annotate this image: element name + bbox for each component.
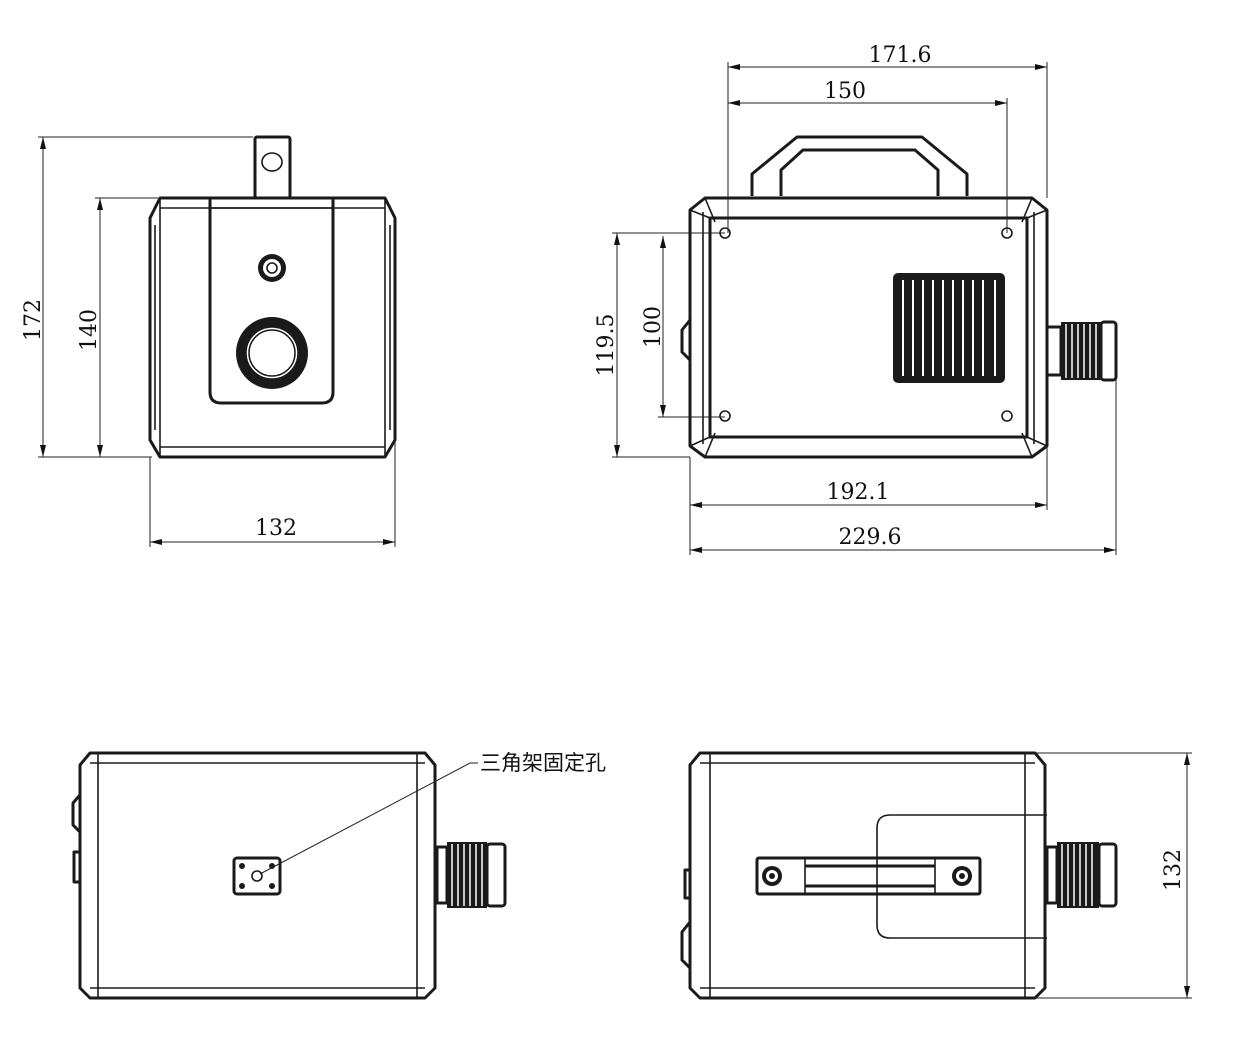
- dim-229-6: 229.6: [839, 525, 902, 550]
- tripod-hole-label: 三角架固定孔: [480, 751, 606, 775]
- side-view: 171.6 150 119.5 100 192.1 229.6: [594, 43, 1118, 555]
- vent-grille-icon: [893, 273, 1005, 383]
- dim-119-5: 119.5: [594, 314, 619, 377]
- dim-192-1: 192.1: [827, 480, 890, 505]
- dim-171-6: 171.6: [869, 43, 932, 68]
- tripod-plate: [232, 856, 282, 896]
- body-outline: [78, 751, 437, 1000]
- dim-132-top: 132: [1161, 849, 1186, 891]
- body-outline: [688, 751, 1047, 1000]
- side-button: [680, 319, 692, 362]
- dim-140: 140: [77, 309, 102, 351]
- tripod-hole-icon: [251, 870, 263, 882]
- front-view: 172 140 132: [21, 135, 397, 547]
- handle-hole: [261, 152, 283, 172]
- handle-tab: [253, 135, 292, 200]
- handle-bar: [755, 856, 982, 896]
- connector-icon: [1045, 842, 1118, 908]
- bottom-view: 三角架固定孔: [71, 751, 606, 1000]
- front-plate: [208, 198, 335, 405]
- mount-hole: [719, 410, 731, 422]
- dim-172: 172: [21, 299, 46, 341]
- leader-line: [259, 762, 478, 875]
- connector-icon: [1045, 320, 1118, 382]
- mount-hole: [1001, 410, 1013, 422]
- dim-132-front: 132: [255, 516, 297, 541]
- top-view: 132: [680, 751, 1192, 1000]
- connector-icon: [435, 842, 507, 908]
- dim-150: 150: [824, 79, 866, 104]
- carry-handle: [750, 135, 969, 196]
- dim-100: 100: [641, 306, 666, 348]
- handle-plate: [876, 814, 1047, 939]
